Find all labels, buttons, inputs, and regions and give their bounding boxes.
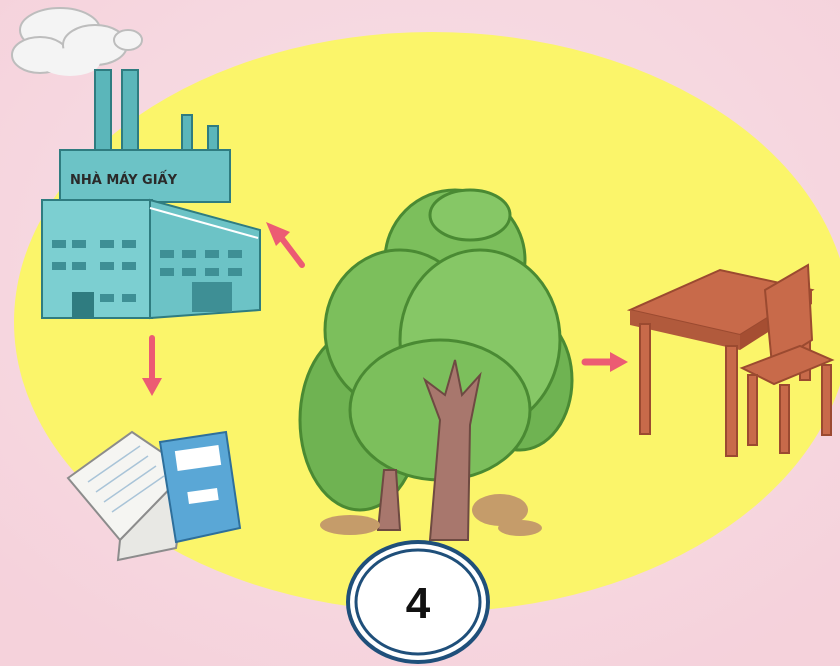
factory-sign-text: NHÀ MÁY GIẤY [70,170,178,188]
number-badge: 4 [348,542,488,662]
badge-number: 4 [406,579,431,628]
